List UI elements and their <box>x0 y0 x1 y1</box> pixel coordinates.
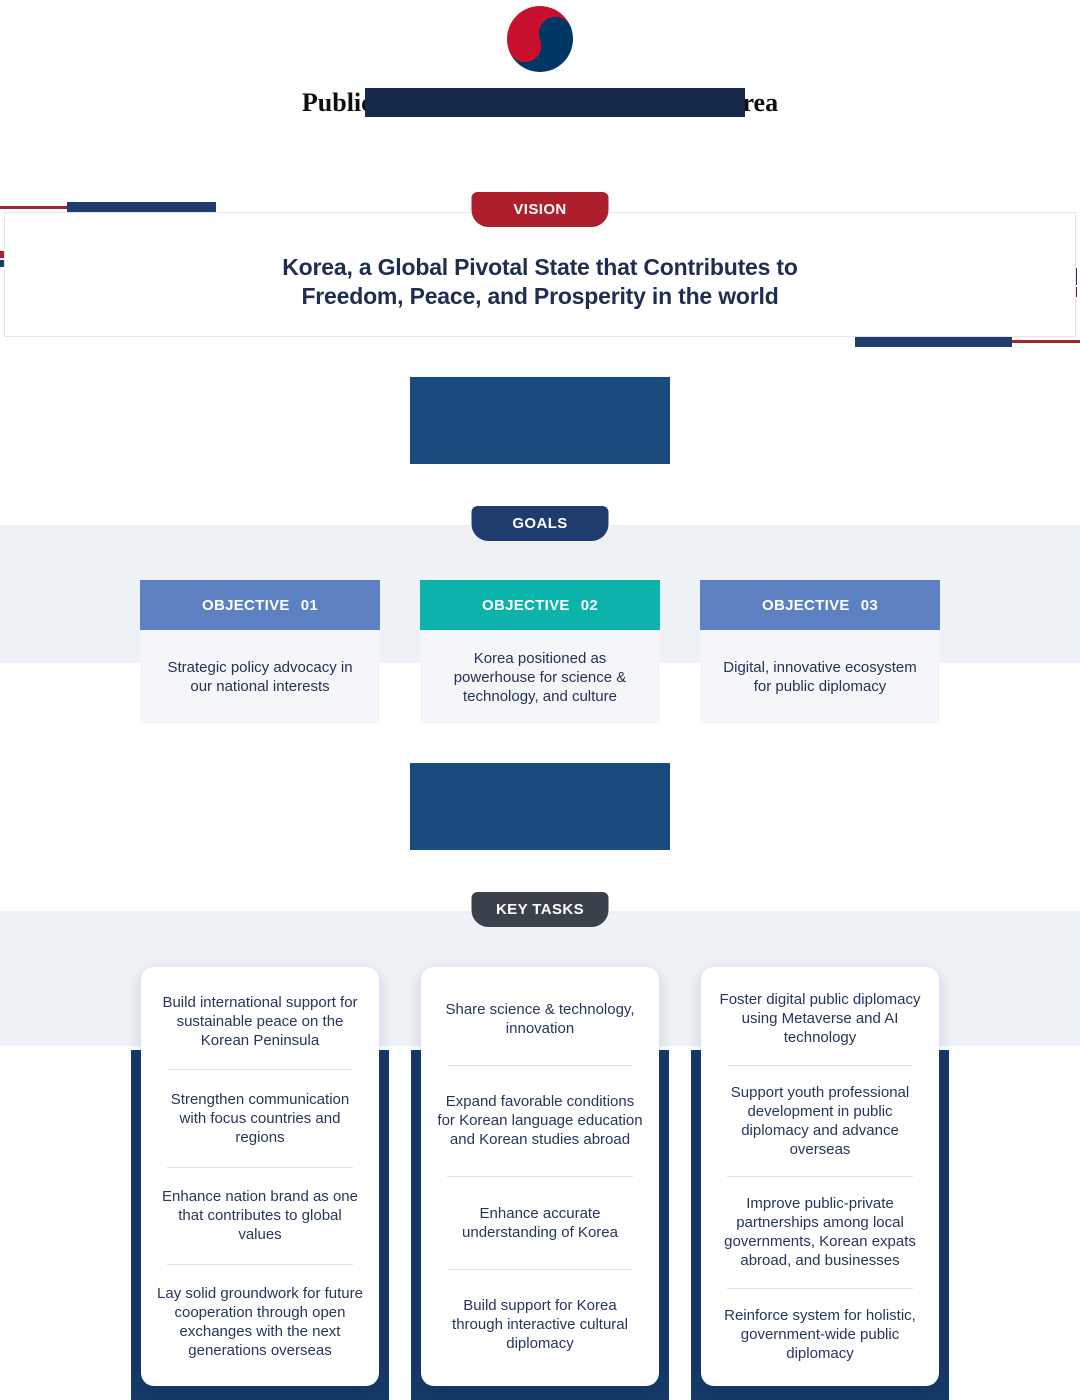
task-card-3: Foster digital public diplomacy using Me… <box>701 967 939 1386</box>
divider <box>727 1287 913 1289</box>
task-item: Support youth professional development i… <box>730 1083 910 1158</box>
task-card-1: Build international support for sustaina… <box>141 967 379 1386</box>
divider <box>167 1263 353 1265</box>
task-item: Enhance nation brand as one that contrib… <box>162 1188 358 1244</box>
decor-navy-bar-bottom-right <box>855 337 1012 347</box>
objective-3-header: OBJECTIVE 03 <box>700 580 940 630</box>
vision-badge: VISION <box>471 192 609 227</box>
objective-1-header: OBJECTIVE 01 <box>140 580 380 630</box>
decor-navy-bar-top-left <box>67 202 216 212</box>
objective-3-label: OBJECTIVE <box>761 596 850 614</box>
objective-3-text: Digital, innovative ecosystem for public… <box>700 630 940 724</box>
divider <box>447 1064 633 1066</box>
decor-navy-tick-left <box>0 260 7 267</box>
task-card-2: Share science & technology, innovation E… <box>421 967 659 1386</box>
task-item: Expand favorable conditions for Korean l… <box>437 1093 643 1149</box>
vision-statement-line2: Freedom, Peace, and Prosperity in the wo… <box>301 282 779 309</box>
task-item: Foster digital public diplomacy using Me… <box>719 991 921 1047</box>
objective-1-text: Strategic policy advocacy in our nationa… <box>140 630 380 724</box>
task-item: Share science & technology, innovation <box>445 1000 635 1037</box>
objective-1-number: 01 <box>300 596 319 614</box>
objective-2-number: 02 <box>580 596 599 614</box>
navy-connector-bottom <box>410 763 670 850</box>
task-item: Lay solid groundwork for future cooperat… <box>157 1285 363 1360</box>
vision-card: Korea, a Global Pivotal State that Contr… <box>4 212 1076 337</box>
objective-2-text: Korea positioned as powerhouse for scien… <box>420 630 660 724</box>
vision-statement-line1: Korea, a Global Pivotal State that Contr… <box>282 253 798 280</box>
objective-card-3: OBJECTIVE 03 Digital, innovative ecosyst… <box>700 580 940 724</box>
task-item: Enhance accurate understanding of Korea <box>462 1204 618 1241</box>
korea-government-emblem-icon <box>497 0 583 82</box>
task-item: Reinforce system for holistic, governmen… <box>724 1306 916 1362</box>
divider <box>727 1176 913 1177</box>
objective-2-label: OBJECTIVE <box>481 596 570 614</box>
task-item: Improve public-private partnerships amon… <box>724 1195 916 1270</box>
objective-card-1: OBJECTIVE 01 Strategic policy advocacy i… <box>140 580 380 724</box>
divider <box>447 1176 633 1177</box>
objective-3-number: 03 <box>860 596 879 614</box>
decor-red-tick-left <box>0 251 7 258</box>
navy-connector-top <box>410 377 670 464</box>
page-title: Public Diplomacy of the Republic of Kore… <box>0 86 1080 120</box>
divider <box>167 1069 353 1071</box>
task-item: Build support for Korea through interact… <box>452 1297 628 1353</box>
task-item: Strengthen communication with focus coun… <box>170 1090 350 1146</box>
divider <box>167 1166 353 1168</box>
divider <box>727 1064 913 1066</box>
objective-2-header: OBJECTIVE 02 <box>420 580 660 630</box>
key-tasks-badge: KEY TASKS <box>471 892 609 927</box>
task-item: Build international support for sustaina… <box>162 993 358 1049</box>
title-overlay-bar <box>365 88 745 117</box>
divider <box>447 1268 633 1270</box>
decor-red-line-bottom-right <box>1012 340 1080 343</box>
decor-red-line-top-left <box>0 206 67 209</box>
objective-1-label: OBJECTIVE <box>201 596 290 614</box>
goals-badge: GOALS <box>471 506 609 541</box>
objective-card-2: OBJECTIVE 02 Korea positioned as powerho… <box>420 580 660 724</box>
